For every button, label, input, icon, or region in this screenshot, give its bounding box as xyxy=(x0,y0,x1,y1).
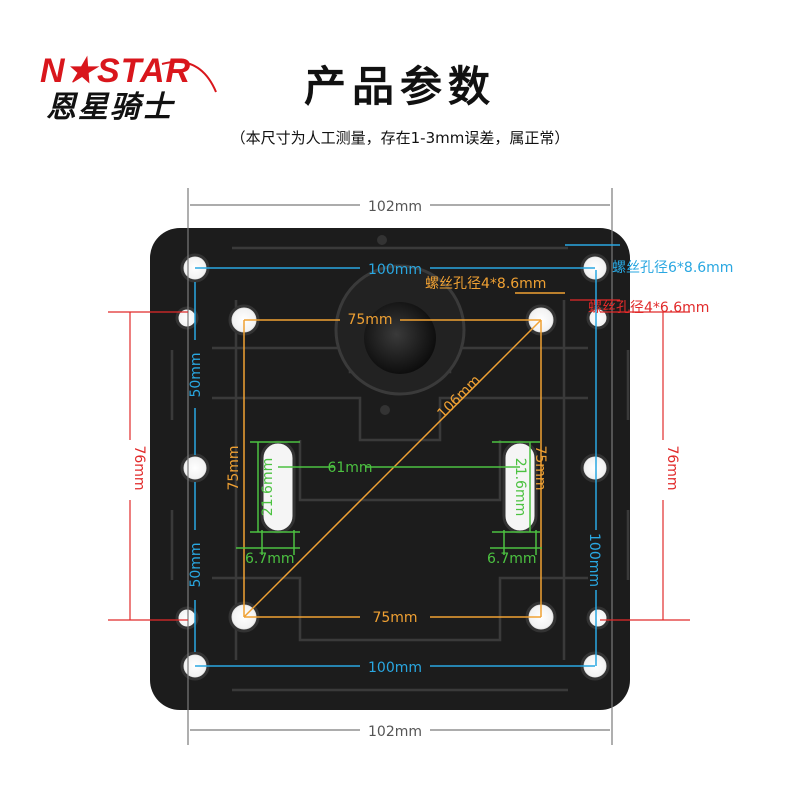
dim-slot-width-right: 6.7mm xyxy=(487,551,537,567)
dim-right-100: 100mm xyxy=(586,533,602,587)
hole-blue-mr xyxy=(580,453,610,483)
dim-right-height: 76mm xyxy=(664,445,680,490)
dim-top-width: 102mm xyxy=(368,199,422,215)
dim-slot-spacing: 61mm xyxy=(327,460,372,476)
dim-slot-length-right: 21.6mm xyxy=(512,458,528,516)
dim-top-inner: 100mm xyxy=(368,262,422,278)
notch-top xyxy=(377,235,387,245)
dim-bottom-inner: 100mm xyxy=(368,660,422,676)
dim-slot-length-left: 21.6mm xyxy=(260,458,276,516)
notch-mid xyxy=(380,405,390,415)
hole-red-tl xyxy=(175,306,199,330)
label-blue-holes: 螺丝孔径6*8.6mm xyxy=(612,260,733,276)
logo-wordmark: N★STAR xyxy=(40,52,192,90)
dim-slot-width-left: 6.7mm xyxy=(245,551,295,567)
red-dimensions xyxy=(108,299,690,621)
green-dimensions xyxy=(236,441,542,555)
page-title: 产品参数 xyxy=(303,62,496,111)
gray-dimensions xyxy=(187,188,613,745)
hole-blue-ml xyxy=(180,453,210,483)
hole-red-br xyxy=(586,606,610,630)
logo-chinese: 恩星骑士 xyxy=(46,90,174,125)
hole-red-bl xyxy=(175,606,199,630)
logo-swoosh-icon xyxy=(161,60,217,93)
orange-dimensions xyxy=(243,292,565,618)
dim-left-50-bottom: 50mm xyxy=(188,542,204,587)
dim-top-75: 75mm xyxy=(347,312,392,328)
dim-bottom-width: 102mm xyxy=(368,724,422,740)
dim-right-75: 75mm xyxy=(532,445,548,490)
header: N★STAR 恩星骑士 产品参数 （本尺寸为人工测量，存在1-3mm误差，属正常… xyxy=(0,0,800,160)
hole-red-tr xyxy=(586,306,610,330)
dim-left-50-top: 50mm xyxy=(188,352,204,397)
blue-dimensions xyxy=(195,244,620,667)
page-subtitle: （本尺寸为人工测量，存在1-3mm误差，属正常） xyxy=(230,129,570,147)
dim-left-height: 76mm xyxy=(131,445,147,490)
brand-logo: N★STAR 恩星骑士 xyxy=(40,52,220,132)
dim-left-75: 75mm xyxy=(226,445,242,490)
label-red-holes: 螺丝孔径4*6.6mm xyxy=(588,300,709,316)
dim-bottom-75: 75mm xyxy=(372,610,417,626)
label-orange-holes: 螺丝孔径4*8.6mm xyxy=(425,276,546,292)
